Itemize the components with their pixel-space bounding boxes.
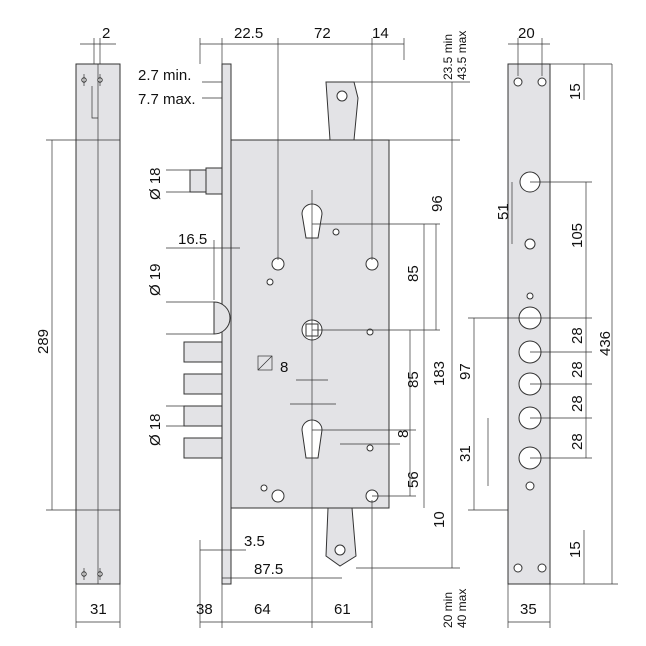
dim-31-vert: 31 xyxy=(457,445,474,462)
dim-2: 2 xyxy=(102,25,110,42)
dim-64: 64 xyxy=(254,601,271,618)
deadbolt-2 xyxy=(183,373,223,395)
deadbolt-1 xyxy=(183,341,223,363)
dim-23-5-min: 23.5 min xyxy=(441,34,455,80)
dim-51: 51 xyxy=(495,203,512,220)
deadbolt-3 xyxy=(183,405,223,427)
dim-10: 10 xyxy=(431,511,448,528)
dim-87-5: 87.5 xyxy=(254,561,283,578)
dim-dia18-bottom: Ø 18 xyxy=(147,413,164,446)
dim-2-7-min: 2.7 min. xyxy=(138,67,191,84)
dim-15-bottom: 15 xyxy=(567,541,584,558)
lock-body-view xyxy=(166,38,470,628)
dim-35: 35 xyxy=(520,601,537,618)
dim-3-5: 3.5 xyxy=(244,533,265,550)
dimension-labels: 2 22.5 72 14 23.5 min 43.5 max 20 2.7 mi… xyxy=(35,25,614,628)
faceplate-side-view xyxy=(46,38,121,628)
dim-20-min: 20 min xyxy=(441,592,455,628)
dim-20-top: 20 xyxy=(518,25,535,42)
dim-85-mid: 85 xyxy=(405,371,422,388)
dim-38: 38 xyxy=(196,601,213,618)
dim-8-small: 8 xyxy=(395,430,412,438)
dim-31-bottom: 31 xyxy=(90,601,107,618)
dim-436: 436 xyxy=(597,331,614,356)
bottom-tab xyxy=(325,507,357,567)
dim-28-b: 28 xyxy=(569,361,586,378)
round-bolt xyxy=(213,301,231,335)
dim-40-max: 40 max xyxy=(455,589,469,628)
dim-96: 96 xyxy=(429,195,446,212)
dim-61: 61 xyxy=(334,601,351,618)
faceplate-front-view xyxy=(468,38,618,628)
dim-7-7-max: 7.7 max. xyxy=(138,91,196,108)
dim-289: 289 xyxy=(35,329,52,354)
dim-dia19: Ø 19 xyxy=(147,263,164,296)
dim-56: 56 xyxy=(405,471,422,488)
dim-183: 183 xyxy=(431,361,448,386)
dim-85-top: 85 xyxy=(405,265,422,282)
dim-43-5-max: 43.5 max xyxy=(455,31,469,80)
dim-8-square: 8 xyxy=(280,359,288,376)
dim-72: 72 xyxy=(314,25,331,42)
dim-97: 97 xyxy=(457,363,474,380)
dim-28-c: 28 xyxy=(569,395,586,412)
dim-15-top: 15 xyxy=(567,83,584,100)
deadbolt-4 xyxy=(183,437,223,459)
top-tab xyxy=(325,81,359,141)
dim-28-d: 28 xyxy=(569,433,586,450)
dim-dia18-top: Ø 18 xyxy=(147,167,164,200)
dim-16-5: 16.5 xyxy=(178,231,207,248)
dim-22-5: 22.5 xyxy=(234,25,263,42)
dim-14: 14 xyxy=(372,25,389,42)
dim-28-a: 28 xyxy=(569,327,586,344)
dim-105: 105 xyxy=(569,223,586,248)
